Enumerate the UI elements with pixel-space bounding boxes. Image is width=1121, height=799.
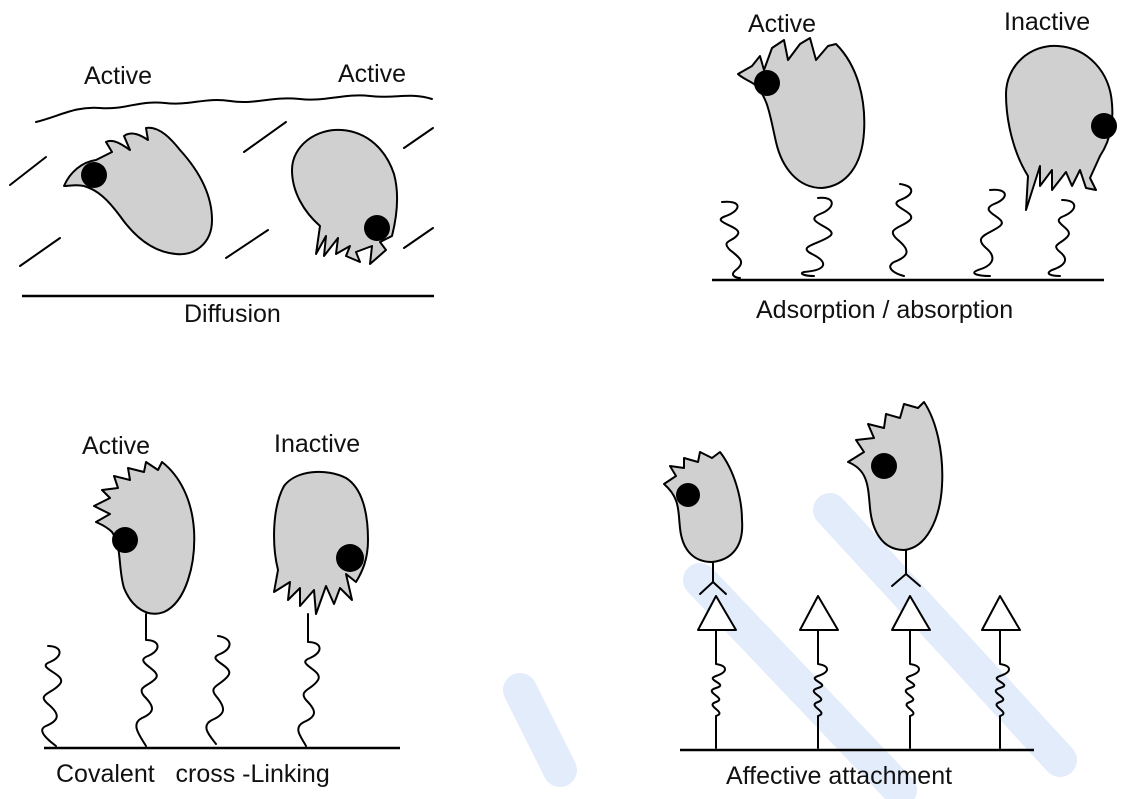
panel-covalent <box>42 462 400 748</box>
active-site-dot-icon <box>1091 113 1117 139</box>
adsorption-state-right-label: Inactive <box>1004 10 1090 35</box>
active-site-dot-icon <box>336 544 364 572</box>
enzyme-blob-icon <box>292 130 397 264</box>
diffusion-membrane <box>36 95 432 122</box>
receptor-y <box>892 550 920 586</box>
triangle-ligand-icon <box>982 596 1020 748</box>
coil-spacer-icon <box>721 184 1075 278</box>
coil-spacer-icon <box>42 614 319 746</box>
panel-affective <box>664 402 1034 750</box>
active-site-dot-icon <box>81 162 107 188</box>
enzyme-blob-icon <box>664 452 742 594</box>
diffusion-caption: Diffusion <box>184 302 281 327</box>
triangle-ligand-icon <box>800 596 838 748</box>
affinity-ligands <box>698 596 1020 748</box>
triangle-ligand-icon <box>698 596 736 748</box>
enzyme-blob-icon <box>848 402 942 586</box>
enzyme-blob-icon <box>274 472 368 614</box>
receptor-y <box>700 562 726 594</box>
affective-caption: Affective attachment <box>726 764 952 789</box>
panel-adsorption <box>712 38 1117 280</box>
panel-diffusion <box>10 95 434 296</box>
active-site-dot-icon <box>112 527 138 553</box>
adsorption-caption: Adsorption / absorption <box>756 298 1013 323</box>
diffusion-state-left-label: Active <box>84 64 152 89</box>
active-site-dot-icon <box>754 70 780 96</box>
enzyme-blob-icon <box>94 462 194 614</box>
triangle-ligand-icon <box>892 596 930 748</box>
adsorption-state-left-label: Active <box>748 12 816 37</box>
enzyme-blob-icon <box>1006 46 1117 210</box>
enzyme-blob-icon <box>738 38 864 188</box>
diffusion-state-right-label: Active <box>338 62 406 87</box>
covalent-caption: Covalent cross -Linking <box>56 762 330 787</box>
active-site-dot-icon <box>676 483 700 507</box>
covalent-state-left-label: Active <box>82 434 150 459</box>
enzyme-blob-icon <box>64 128 212 254</box>
active-site-dot-icon <box>364 215 390 241</box>
covalent-state-right-label: Inactive <box>274 432 360 457</box>
active-site-dot-icon <box>871 453 897 479</box>
